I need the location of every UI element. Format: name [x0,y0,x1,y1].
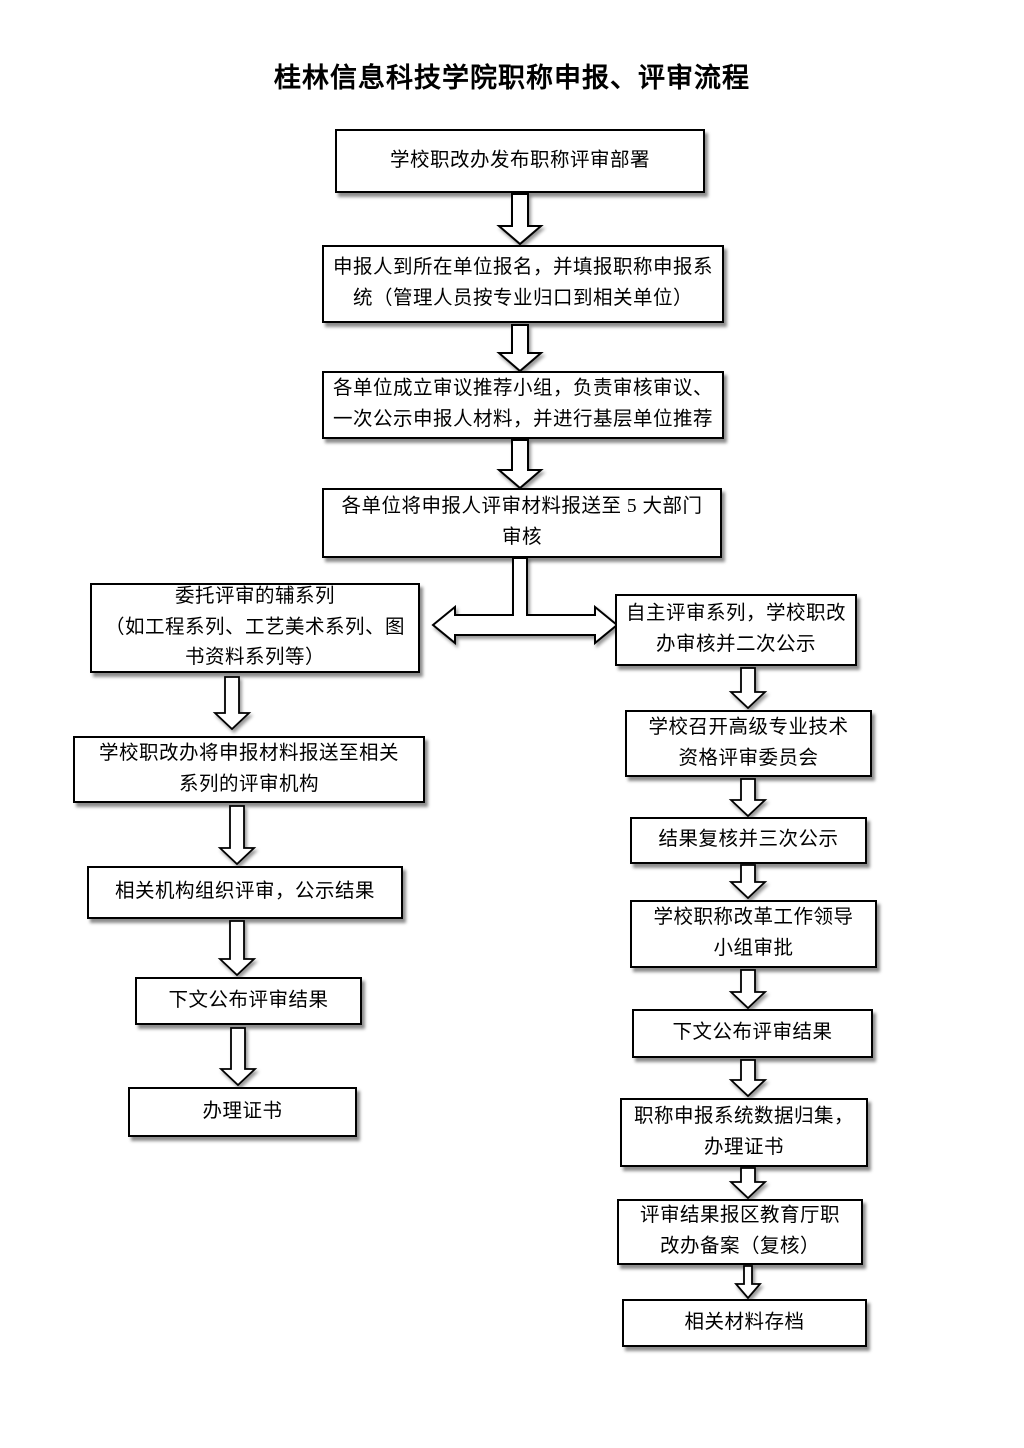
branch-split-arrow-icon [431,557,619,646]
down-arrow-icon [728,864,768,900]
step-label: 自主评审系列，学校职改 办审核并二次公示 [625,603,846,655]
step-senior-committee: 学校召开高级专业技术 资格评审委员会 [625,710,872,777]
down-arrow-icon [728,1167,768,1200]
down-arrow-icon [212,676,252,731]
step-self-review-series: 自主评审系列，学校职改 办审核并二次公示 [615,594,857,666]
step-archive-materials: 相关材料存档 [622,1299,867,1347]
flowchart-title: 桂林信息科技学院职称申报、评审流程 [274,63,750,93]
step-label: 各单位将申报人评审材料报送至 5 大部门 审核 [341,496,703,548]
down-arrow-icon [728,969,768,1010]
step-label: 职称申报系统数据归集， 办理证书 [633,1105,854,1158]
step-label: 学校召开高级专业技术 资格评审委员会 [648,716,849,769]
step-label: 各单位成立审议推荐小组，负责审核审议、 一次公示申报人材料，并进行基层单位推荐 [332,378,713,430]
step-entrusted-series: 委托评审的辅系列 （如工程系列、工艺美术系列、图 书资料系列等） [90,583,420,673]
step-label: 委托评审的辅系列 （如工程系列、工艺美术系列、图 书资料系列等） [104,585,405,669]
step-result-recheck-publicity: 结果复核并三次公示 [630,817,867,864]
step-right-announce-results: 下文公布评审结果 [632,1009,873,1058]
down-arrow-icon [728,778,768,818]
down-arrow-icon [496,193,544,246]
step-label: 下文公布评审结果 [672,1022,833,1044]
step-leading-group-approval: 学校职称改革工作领导 小组审批 [630,900,877,968]
down-arrow-icon [734,1265,762,1300]
down-arrow-icon [496,439,544,490]
step-label: 下文公布评审结果 [168,989,329,1011]
step-label: 学校职改办将申报材料报送至相关 系列的评审机构 [98,742,399,795]
step-submit-materials-departments: 各单位将申报人评审材料报送至 5 大部门 审核 [322,488,722,558]
step-agency-review-publicity: 相关机构组织评审，公示结果 [87,866,403,919]
step-label: 评审结果报区教育厅职 改办备案（复核） [639,1205,840,1257]
step-label: 申报人到所在单位报名，并填报职称申报系 统（管理人员按专业归口到相关单位） [332,257,713,309]
step-left-issue-certificate: 办理证书 [128,1087,357,1137]
step-filing-education-department: 评审结果报区教育厅职 改办备案（复核） [617,1199,863,1265]
down-arrow-icon [496,324,544,373]
step-unit-review-group: 各单位成立审议推荐小组，负责审核审议、 一次公示申报人材料，并进行基层单位推荐 [322,371,724,439]
step-label: 相关机构组织评审，公示结果 [114,881,375,903]
down-arrow-icon [218,1027,258,1087]
down-arrow-icon [217,805,257,866]
step-data-collection-certificate: 职称申报系统数据归集， 办理证书 [620,1098,868,1167]
step-send-materials-agencies: 学校职改办将申报材料报送至相关 系列的评审机构 [73,736,425,803]
step-label: 学校职称改革工作领导 小组审批 [653,907,854,959]
step-label: 结果复核并三次公示 [658,829,839,851]
step-left-announce-results: 下文公布评审结果 [135,977,362,1025]
step-applicant-registration: 申报人到所在单位报名，并填报职称申报系 统（管理人员按专业归口到相关单位） [322,245,724,323]
down-arrow-icon [728,667,768,710]
step-publish-deployment: 学校职改办发布职称评审部署 [335,129,705,193]
down-arrow-icon [217,920,257,977]
step-label: 相关材料存档 [684,1311,805,1333]
step-label: 办理证书 [202,1100,283,1122]
down-arrow-icon [728,1059,768,1098]
step-label: 学校职改办发布职称评审部署 [389,149,650,171]
